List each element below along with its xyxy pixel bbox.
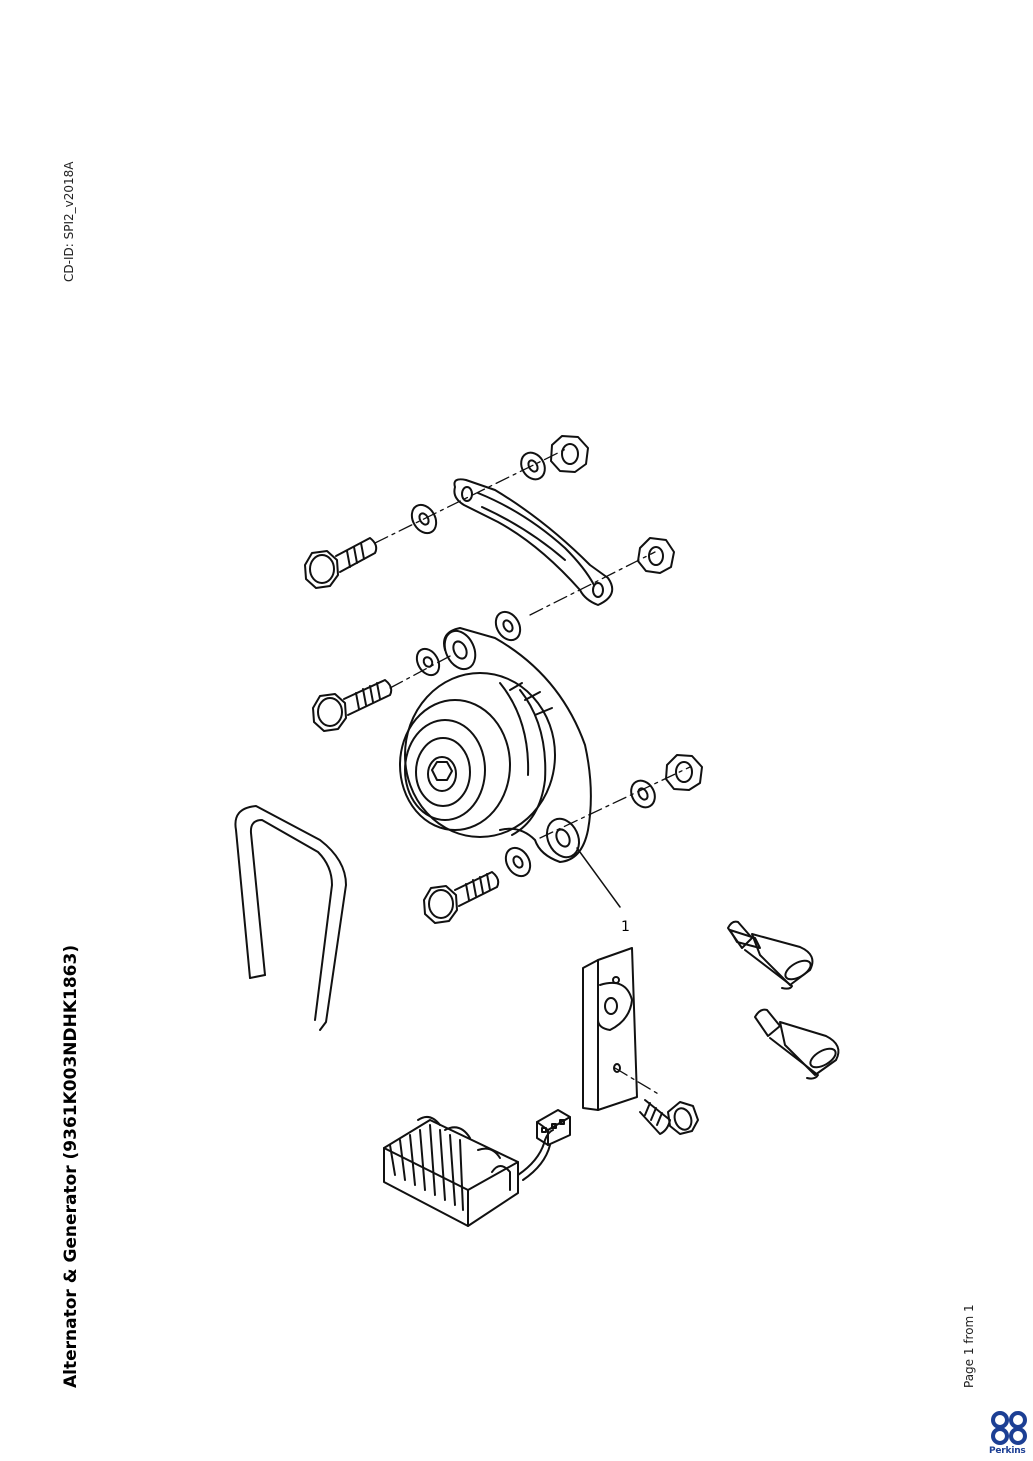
- lower-right-nut: [665, 754, 703, 791]
- lower-right-washer: [630, 779, 656, 809]
- regulator-plug: [536, 1109, 571, 1146]
- perkins-logo-text: Perkins: [989, 1446, 1026, 1456]
- lower-left-washer: [504, 846, 532, 878]
- callout-leader-line: [576, 847, 621, 908]
- drive-belt: [234, 805, 347, 1031]
- top-nut: [550, 435, 589, 473]
- alternator-body: [399, 627, 592, 863]
- right-upper-nut: [637, 537, 675, 574]
- voltage-regulator: [383, 1115, 554, 1227]
- middle-bolt: [312, 679, 393, 732]
- perkins-logo-icon: [991, 1411, 1027, 1445]
- middle-washer: [494, 610, 522, 642]
- top-washer-pair: [520, 451, 546, 481]
- mounting-bracket: [582, 947, 638, 1111]
- callout-1: 1: [621, 919, 630, 935]
- upper-washer: [410, 503, 438, 535]
- upper-bolt: [304, 537, 378, 589]
- terminal-connector-upper: [727, 920, 814, 990]
- bracket-screw: [639, 1099, 699, 1135]
- middle-bolt-washer: [415, 647, 441, 677]
- terminal-connector-lower: [754, 1008, 840, 1080]
- adjusting-link-arm: [453, 478, 614, 606]
- lower-bolt: [423, 871, 500, 924]
